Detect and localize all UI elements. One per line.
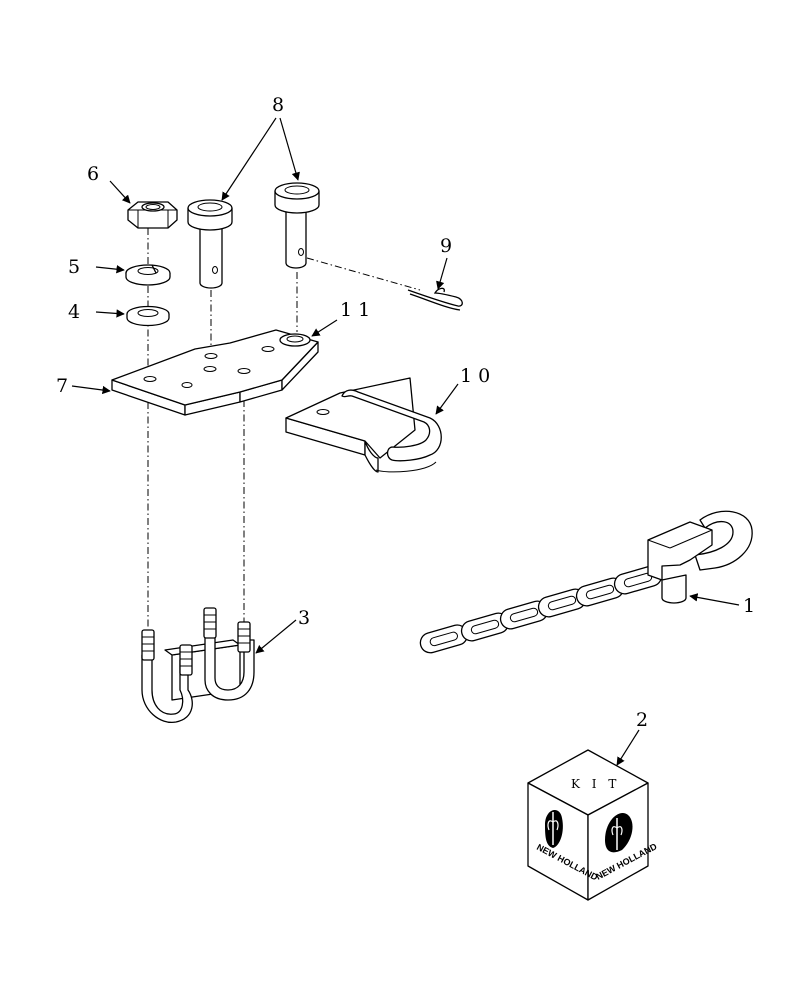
callout-5: 5 [68,256,80,278]
callout-numbers: 8 6 5 4 7 9 1 1 1 0 3 1 2 [56,94,755,731]
callout-7: 7 [56,375,68,397]
leader-lines [71,117,740,766]
callout-2: 2 [636,709,648,731]
r-clip-part-9 [407,287,463,311]
callout-8: 8 [272,94,284,116]
hex-nut-part-6 [127,201,178,229]
lock-washer-part-5 [125,264,171,286]
callout-11: 1 1 [340,299,370,321]
callout-4: 4 [68,301,80,323]
pin-right-part-8 [274,182,320,269]
u-bolt-part-3 [141,607,255,723]
pin-left-part-8 [187,199,233,289]
chain-part-1 [419,510,753,654]
bracket-part-10 [285,377,442,473]
kit-box-part-2: K I T NEW HOLLAND NEW HOLLAND [527,749,659,901]
callout-3: 3 [298,607,310,629]
callout-10: 1 0 [460,365,490,387]
mounting-plate-part-7 [111,329,319,416]
flat-washer-part-4 [126,305,170,327]
kit-label: K I T [571,777,620,791]
callout-1: 1 [743,595,755,617]
callout-9: 9 [440,235,452,257]
callout-6: 6 [87,163,99,185]
new-holland-logo-right-icon [605,812,633,853]
new-holland-logo-left-icon [545,809,563,848]
